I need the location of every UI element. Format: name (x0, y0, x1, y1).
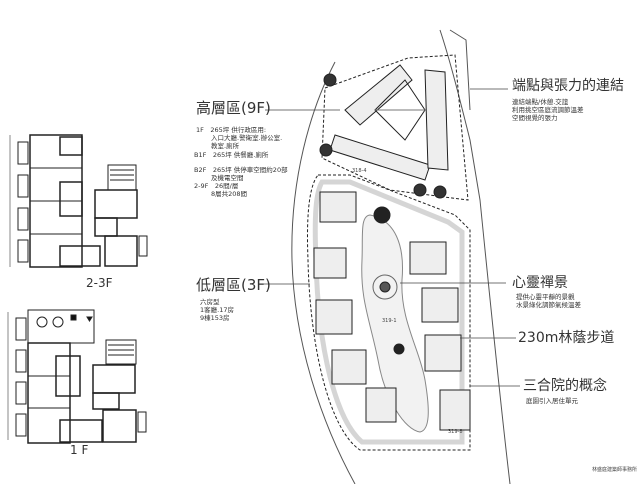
site-label: 318-4 (352, 168, 367, 174)
high-rise-line: 教室.廁所 (211, 142, 240, 150)
low-rise-line: 9棟153房 (200, 314, 230, 322)
low-rise-line: 1客廳.17房 (200, 306, 234, 314)
annotation-title: 三合院的概念 (523, 378, 607, 394)
high-rise-line: 入口大廳.警衛室.辦公室. (211, 134, 283, 142)
low-rise-block (307, 174, 471, 451)
annotation-line: 利用挑空區庭流調節溫差 (512, 106, 584, 114)
high-rise-block (319, 54, 469, 201)
low-rise-line: 六房型 (200, 298, 220, 306)
high-rise-line: B2F 265坪 供停車空間約20部 (194, 166, 288, 174)
high-rise-title: 高層區(9F) (196, 99, 271, 117)
site-label: 319-1 (382, 318, 397, 324)
site-terrain (291, 29, 511, 484)
annotation-line: 空間視覺的張力 (512, 114, 558, 122)
annotation-line: 提供心靈平靜的景觀 (516, 293, 575, 301)
site-label: 319-8 (448, 429, 463, 435)
annotation-line: 庭園引入居住單元 (526, 397, 578, 405)
high-rise-line: B1F 265坪 供餐廳.廁所 (194, 151, 269, 159)
low-rise-title: 低層區(3F) (196, 276, 271, 294)
footer-credit: 林盛庭建築師事務所 (592, 467, 638, 473)
high-rise-line: 及機電空間 (211, 174, 244, 182)
floor-plan-2-3f-label: 2-3F (86, 276, 113, 290)
annotation-title: 端點與張力的連結 (512, 78, 624, 94)
high-rise-line: 1F 265坪 供行政區用: (196, 126, 267, 134)
high-rise-line: 2-9F 26間/層 (194, 182, 239, 190)
annotation-title: 心靈禪景 (512, 275, 568, 291)
floor-plan-2-3f (9, 134, 148, 268)
high-rise-line: 8層共208間 (211, 190, 248, 198)
annotation-line: 水景綠化調節氣候溫差 (516, 301, 581, 309)
floor-plan-1f-label: 1 F (70, 443, 89, 457)
floor-plan-1f (7, 309, 147, 444)
annotation-line: 連結端點/休憩.交誼 (512, 98, 569, 106)
leader-lines (262, 88, 520, 387)
annotation-title: 230m林蔭步道 (518, 330, 615, 346)
